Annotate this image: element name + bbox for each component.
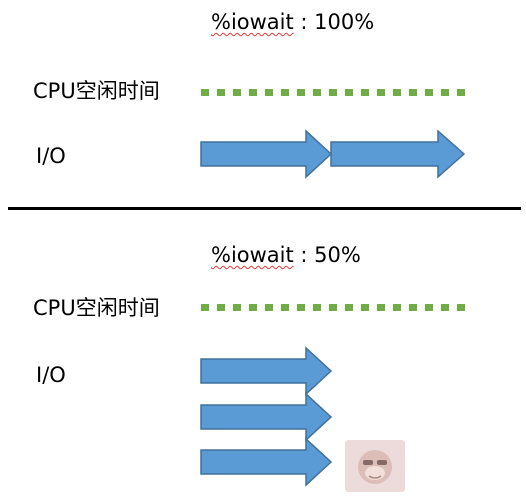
top-cpu-idle-label: CPU空闲时间	[33, 79, 160, 103]
bottom-io-label: I/O	[36, 363, 66, 387]
monkey-face-icon	[358, 450, 392, 484]
bottom-iowait-title: %iowait : 50%	[211, 245, 361, 266]
bottom-io-arrow-2	[200, 392, 333, 442]
bottom-iowait-value: : 50%	[293, 243, 361, 267]
bottom-io-arrow-3	[200, 437, 333, 487]
top-io-label: I/O	[36, 144, 66, 168]
section-divider	[8, 207, 521, 210]
top-iowait-word: %iowait	[211, 10, 294, 34]
bottom-cpu-idle-label: CPU空闲时间	[33, 296, 160, 320]
top-cpu-idle-dotted-line	[201, 89, 465, 96]
top-io-arrow-1	[200, 129, 333, 179]
top-iowait-value: : 100%	[293, 10, 375, 34]
top-io-arrow-2	[330, 129, 466, 179]
watermark-avatar	[345, 440, 405, 492]
bottom-iowait-word: %iowait	[211, 243, 294, 267]
top-iowait-title: %iowait : 100%	[211, 12, 374, 33]
bottom-cpu-idle-dotted-line	[201, 304, 465, 311]
bottom-io-arrow-1	[200, 346, 333, 396]
